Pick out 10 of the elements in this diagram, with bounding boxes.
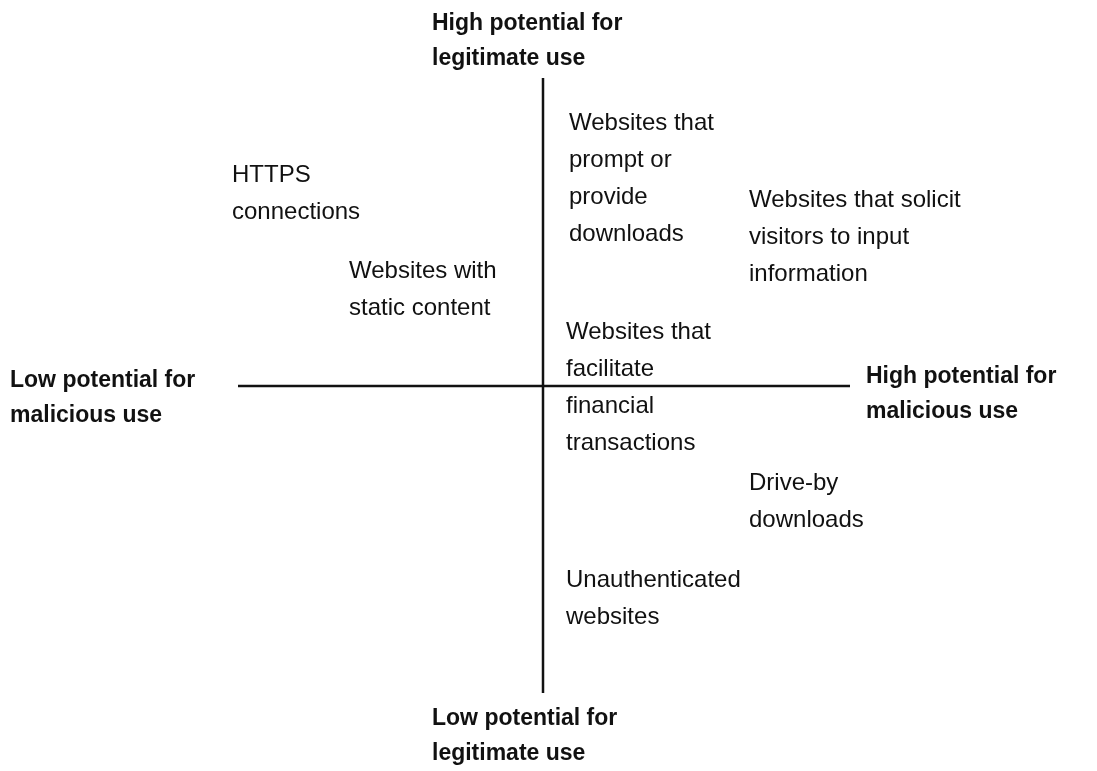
quadrant-item-label: Drive-by downloads [749, 467, 865, 534]
axis-label: Low potential for legitimate use [432, 703, 619, 767]
axis-label: High potential for malicious use [866, 361, 1058, 425]
quadrant-item-label: Websites that facilitate financial transactions [566, 316, 712, 457]
quadrant-item-label: Unauthenticated websites [566, 564, 742, 631]
quadrant-item-label: Websites that solicit visitors to input information [749, 184, 962, 288]
quadrant-item-label: HTTPS connections [232, 159, 362, 226]
quadrant-item-label: Websites with static content [349, 255, 498, 322]
axis-label: Low potential for malicious use [10, 365, 197, 429]
axis-label: High potential for legitimate use [432, 8, 624, 72]
